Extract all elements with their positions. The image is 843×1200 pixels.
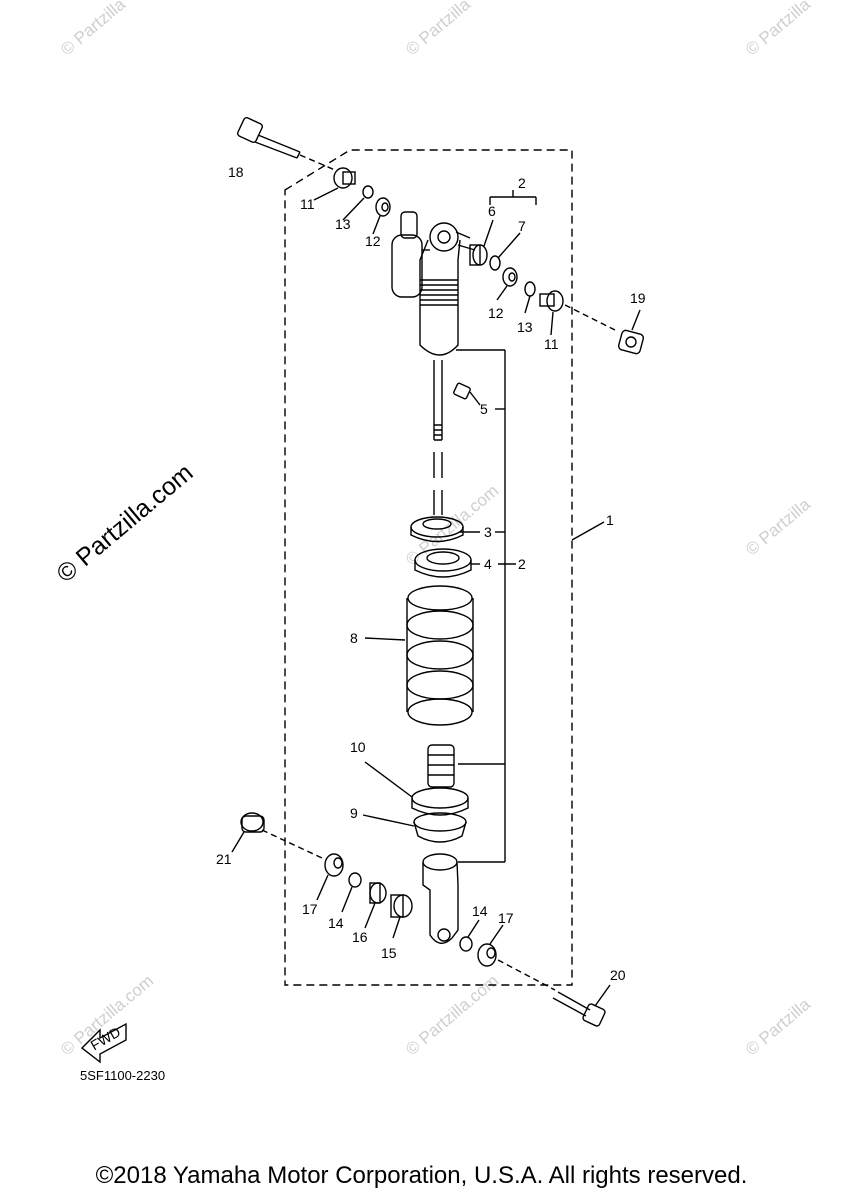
washer-14-right	[459, 936, 473, 952]
callout-2: 2	[518, 556, 526, 572]
callout-14-right: 14	[472, 903, 488, 919]
lower-clevis	[422, 853, 459, 944]
bolt-20	[552, 991, 606, 1027]
collar-17-right	[477, 943, 556, 991]
callout-12-right: 12	[488, 305, 504, 321]
callout-17-right: 17	[498, 910, 514, 926]
callout-10: 10	[350, 739, 366, 755]
assembly-boundary	[284, 149, 573, 986]
piston-rod	[433, 360, 443, 515]
bump-rubber	[427, 744, 455, 788]
bearing-12-right	[502, 267, 518, 287]
bush-16	[369, 882, 387, 904]
callout-19: 19	[630, 290, 646, 306]
nut-21	[240, 812, 323, 859]
bush-6	[469, 244, 488, 266]
washer-14-left	[348, 872, 362, 888]
callout-12-top: 12	[365, 233, 381, 249]
callout-3: 3	[484, 524, 492, 540]
callout-7: 7	[518, 218, 526, 234]
adjuster-4	[414, 548, 472, 578]
callout-11-top: 11	[300, 196, 315, 212]
callout-14-left: 14	[328, 915, 344, 931]
bolt-18	[236, 116, 336, 171]
callout-13-right: 13	[517, 319, 533, 335]
copyright-footer: ©2018 Yamaha Motor Corporation, U.S.A. A…	[95, 1162, 748, 1189]
spring-guide-10	[411, 787, 469, 816]
oring-13-right	[524, 281, 536, 297]
shock-upper-body	[419, 222, 476, 356]
collar-17-left	[324, 853, 344, 877]
collar-11-right	[539, 290, 616, 331]
callout-1: 1	[606, 512, 614, 528]
seal-7	[489, 255, 501, 271]
callout-4: 4	[484, 556, 492, 572]
nut-19	[617, 329, 645, 355]
collar-11-top	[333, 167, 356, 189]
callout-20: 20	[610, 967, 626, 983]
callout-18: 18	[228, 164, 244, 180]
callout-5: 5	[480, 401, 488, 417]
callout-6: 6	[488, 203, 496, 219]
callout-8: 8	[350, 630, 358, 646]
callout-15: 15	[381, 945, 397, 961]
spring-8	[406, 585, 474, 726]
spring-seat-9	[413, 812, 467, 843]
leader-lines	[231, 187, 641, 1007]
callout-13-top: 13	[335, 216, 351, 232]
bearing-15	[390, 894, 413, 918]
callout-17-left: 17	[302, 901, 318, 917]
callout-2-top: 2	[518, 175, 526, 191]
diagram-code: 5SF1100-2230	[80, 1068, 166, 1083]
reservoir	[391, 211, 430, 298]
callout-9: 9	[350, 805, 358, 821]
part-5	[453, 382, 471, 400]
callout-21: 21	[216, 851, 232, 867]
fwd-arrow-icon	[80, 1022, 127, 1064]
callout-11-right: 11	[544, 336, 559, 352]
assembly-bracket	[456, 190, 537, 863]
oring-13-top	[362, 185, 374, 199]
locknut-3	[410, 516, 464, 543]
callout-16: 16	[352, 929, 368, 945]
bearing-12-top	[375, 197, 391, 217]
